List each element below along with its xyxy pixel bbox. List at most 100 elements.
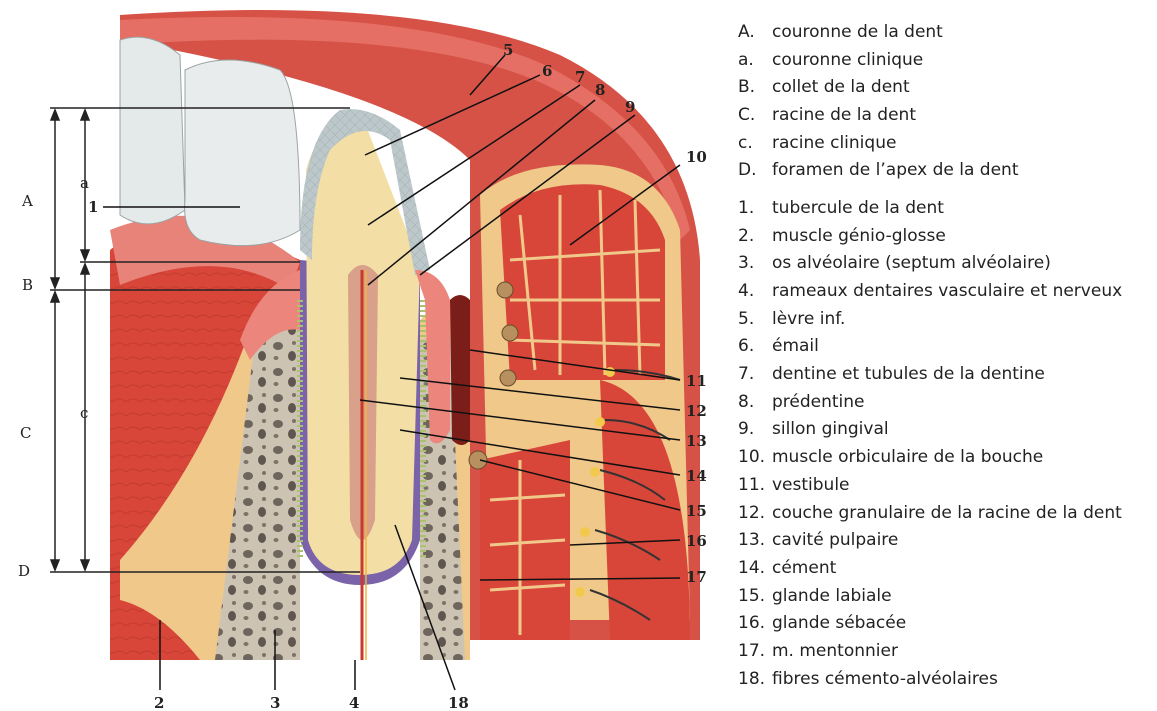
label-18: 18 (448, 694, 469, 711)
label-4: 4 (349, 694, 359, 711)
label-14: 14 (686, 467, 707, 485)
legend-key: 11. (738, 475, 772, 495)
label-13: 13 (686, 432, 707, 450)
legend-item: D.foramen de l’apex de la dent (738, 156, 1153, 184)
legend-key: B. (738, 77, 772, 97)
legend-key: 15. (738, 586, 772, 606)
label-5: 5 (503, 41, 513, 59)
label-2: 2 (154, 694, 164, 711)
legend-key: c. (738, 133, 772, 153)
legend-item: a.couronne clinique (738, 46, 1153, 74)
label-A: A (21, 192, 33, 210)
legend-text: muscle orbiculaire de la bouche (772, 447, 1043, 467)
legend-text: lèvre inf. (772, 309, 845, 329)
legend-text: sillon gingival (772, 419, 889, 439)
legend-item: 5.lèvre inf. (738, 305, 1153, 333)
legend-text: glande labiale (772, 586, 892, 606)
label-3: 3 (270, 694, 280, 711)
legend-key: 7. (738, 364, 772, 384)
label-c: c (80, 404, 88, 422)
back-tooth-1 (120, 37, 185, 224)
legend-key: 8. (738, 392, 772, 412)
tooth-anatomy-illustration: A a B C c D 1 5 6 7 8 9 10 11 12 13 14 1… (0, 0, 720, 711)
legend-item: 8.prédentine (738, 388, 1153, 416)
legend-key: 13. (738, 530, 772, 550)
legend-key: C. (738, 105, 772, 125)
legend-letters: A.couronne de la dent a.couronne cliniqu… (738, 18, 1153, 184)
legend-key: 18. (738, 669, 772, 689)
legend-text: muscle génio-glosse (772, 226, 946, 246)
legend-text: dentine et tubules de la dentine (772, 364, 1045, 384)
legend-text: racine de la dent (772, 105, 916, 125)
legend-item: 16.glande sébacée (738, 609, 1153, 637)
legend-item: 1.tubercule de la dent (738, 194, 1153, 222)
label-8: 8 (595, 81, 605, 99)
label-1: 1 (88, 198, 98, 216)
legend-text: rameaux dentaires vasculaire et nerveux (772, 281, 1122, 301)
legend-text: cavité pulpaire (772, 530, 898, 550)
legend-text: tubercule de la dent (772, 198, 944, 218)
legend-text: couche granulaire de la racine de la den… (772, 503, 1122, 523)
legend-key: 1. (738, 198, 772, 218)
legend-text: couronne clinique (772, 50, 923, 70)
legend-key: 2. (738, 226, 772, 246)
legend-item: 3.os alvéolaire (septum alvéolaire) (738, 250, 1153, 278)
label-12: 12 (686, 402, 707, 420)
legend-numbers: 1.tubercule de la dent 2.muscle génio-gl… (738, 194, 1153, 692)
legend-text: vestibule (772, 475, 850, 495)
legend-text: émail (772, 336, 819, 356)
legend-key: 17. (738, 641, 772, 661)
legend-text: os alvéolaire (septum alvéolaire) (772, 253, 1051, 273)
label-17: 17 (686, 568, 707, 586)
label-a: a (80, 174, 89, 192)
legend-text: couronne de la dent (772, 22, 943, 42)
legend-item: 11.vestibule (738, 471, 1153, 499)
label-B: B (22, 276, 33, 294)
legend-key: 4. (738, 281, 772, 301)
label-7: 7 (575, 68, 585, 86)
legend-item: B.collet de la dent (738, 73, 1153, 101)
label-9: 9 (625, 98, 635, 116)
legend-key: 16. (738, 613, 772, 633)
legend-key: 10. (738, 447, 772, 467)
legend-item: 7.dentine et tubules de la dentine (738, 360, 1153, 388)
label-11: 11 (686, 372, 707, 390)
legend-key: 3. (738, 253, 772, 273)
legend-key: a. (738, 50, 772, 70)
legend-item: 4.rameaux dentaires vasculaire et nerveu… (738, 277, 1153, 305)
legend: A.couronne de la dent a.couronne cliniqu… (738, 18, 1153, 693)
legend-key: 5. (738, 309, 772, 329)
legend-text: fibres cémento-alvéolaires (772, 669, 998, 689)
legend-key: 12. (738, 503, 772, 523)
legend-text: glande sébacée (772, 613, 906, 633)
legend-item: 15.glande labiale (738, 582, 1153, 610)
label-15: 15 (686, 502, 707, 520)
legend-item: 2.muscle génio-glosse (738, 222, 1153, 250)
label-10: 10 (686, 148, 707, 166)
legend-text: racine clinique (772, 133, 896, 153)
legend-item: 17.m. mentonnier (738, 637, 1153, 665)
legend-divider (738, 184, 1153, 194)
legend-item: 13.cavité pulpaire (738, 526, 1153, 554)
legend-key: A. (738, 22, 772, 42)
legend-item: 6.émail (738, 333, 1153, 361)
legend-key: D. (738, 160, 772, 180)
legend-item: 18.fibres cémento-alvéolaires (738, 665, 1153, 693)
vestibule (450, 295, 470, 445)
label-C: C (20, 424, 31, 442)
legend-text: collet de la dent (772, 77, 910, 97)
legend-item: A.couronne de la dent (738, 18, 1153, 46)
legend-text: cément (772, 558, 836, 578)
legend-item: 14.cément (738, 554, 1153, 582)
legend-item: 9.sillon gingival (738, 416, 1153, 444)
back-tooth-2 (185, 60, 300, 246)
legend-key: 9. (738, 419, 772, 439)
label-6: 6 (542, 62, 552, 80)
label-D: D (18, 562, 30, 580)
legend-item: 10.muscle orbiculaire de la bouche (738, 443, 1153, 471)
legend-text: foramen de l’apex de la dent (772, 160, 1019, 180)
legend-key: 14. (738, 558, 772, 578)
legend-text: prédentine (772, 392, 865, 412)
legend-item: C.racine de la dent (738, 101, 1153, 129)
legend-item: c.racine clinique (738, 129, 1153, 157)
